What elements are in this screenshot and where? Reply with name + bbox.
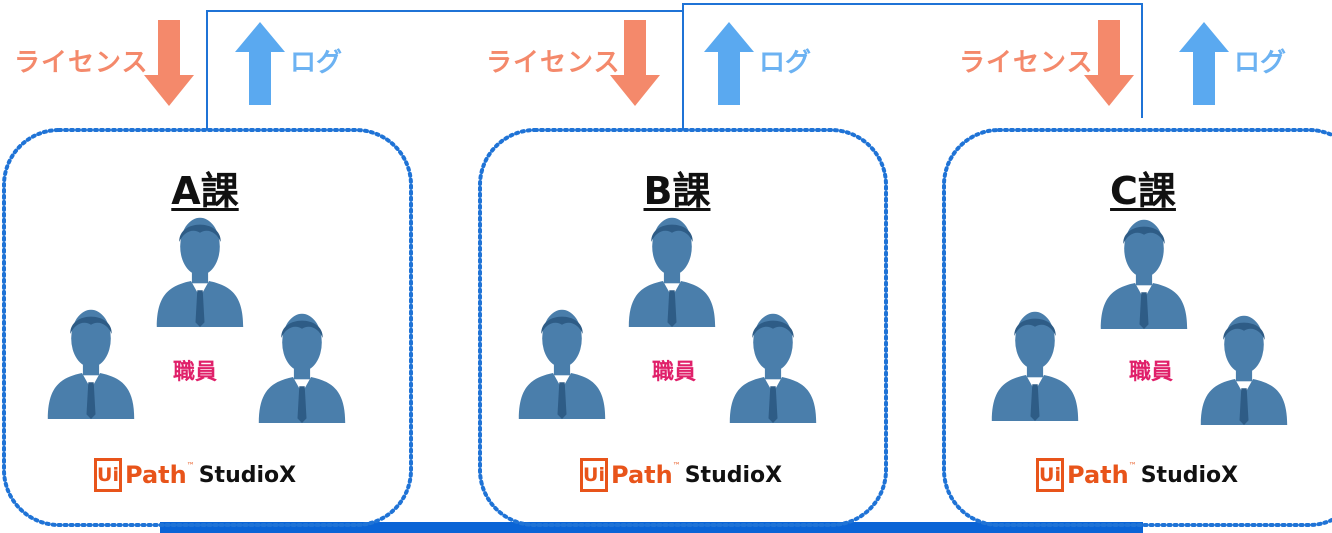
uipath-studiox-logo: Ui Path ™ StudioX xyxy=(94,455,296,495)
license-label: ライセンス xyxy=(14,48,149,78)
uipath-logo-box: Ui xyxy=(580,458,608,492)
uipath-studiox-logo: Ui Path ™ StudioX xyxy=(1036,455,1238,495)
department-title-a: A課 xyxy=(171,169,239,213)
person-icon xyxy=(628,217,716,327)
person-icon xyxy=(47,309,135,419)
person-icon xyxy=(729,313,817,423)
person-icon xyxy=(156,217,244,327)
license-label: ライセンス xyxy=(486,48,621,78)
uipath-logo-path: Path xyxy=(1067,461,1129,489)
person-icon xyxy=(1100,219,1188,329)
person-icon xyxy=(1200,315,1288,425)
staff-label: 職員 xyxy=(651,360,696,385)
uipath-studiox-logo: Ui Path ™ StudioX xyxy=(580,455,782,495)
connector-line-a-b xyxy=(206,10,684,130)
log-up-arrow-icon xyxy=(1179,22,1229,105)
uipath-logo-product: StudioX xyxy=(684,462,783,488)
uipath-logo-box: Ui xyxy=(1036,458,1064,492)
log-label: ログ xyxy=(759,48,812,78)
uipath-logo-tm: ™ xyxy=(186,461,195,470)
log-up-arrow-icon xyxy=(235,22,285,105)
department-title-c: C課 xyxy=(1110,169,1176,213)
staff-label: 職員 xyxy=(1128,360,1173,385)
log-label: ログ xyxy=(1234,48,1287,78)
department-title-b: B課 xyxy=(643,169,711,213)
license-down-arrow-icon xyxy=(144,20,194,106)
uipath-logo-tm: ™ xyxy=(672,461,681,470)
log-up-arrow-icon xyxy=(704,22,754,105)
uipath-logo-path: Path xyxy=(125,461,187,489)
log-label: ログ xyxy=(290,48,343,78)
connector-line-b-c xyxy=(682,3,1143,118)
uipath-logo-product: StudioX xyxy=(198,462,297,488)
staff-label: 職員 xyxy=(172,360,217,385)
uipath-logo-box: Ui xyxy=(94,458,122,492)
uipath-logo-path: Path xyxy=(611,461,673,489)
uipath-logo-tm: ™ xyxy=(1128,461,1137,470)
person-icon xyxy=(258,313,346,423)
person-icon xyxy=(991,311,1079,421)
group-border-b xyxy=(478,128,888,527)
license-down-arrow-icon xyxy=(1084,20,1134,106)
group-border-a xyxy=(2,128,413,527)
uipath-logo-product: StudioX xyxy=(1140,462,1239,488)
bus-bar xyxy=(160,522,1143,533)
group-border-c xyxy=(942,128,1332,527)
person-icon xyxy=(518,309,606,419)
license-down-arrow-icon xyxy=(610,20,660,106)
license-label: ライセンス xyxy=(959,48,1094,78)
